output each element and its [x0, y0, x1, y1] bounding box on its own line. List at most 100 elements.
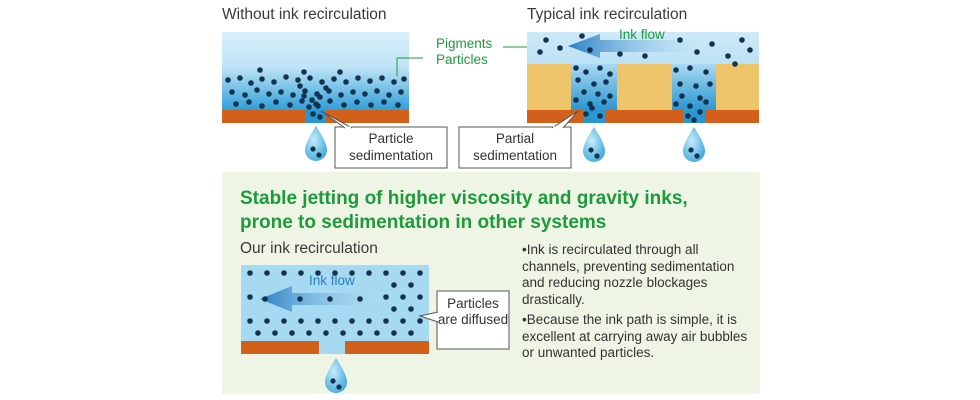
ink-particle: [281, 270, 287, 276]
ink-particle: [355, 75, 361, 81]
ink-particle: [408, 330, 414, 336]
ink-particle: [302, 88, 308, 94]
title-typical-recirculation: Typical ink recirculation: [527, 6, 688, 23]
drop-particle: [330, 378, 336, 384]
ink-particle: [338, 92, 344, 98]
ink-particle: [591, 81, 597, 87]
nozzle-plate-right-c: [705, 110, 759, 123]
ink-particle: [257, 67, 263, 73]
ink-particle: [349, 318, 355, 324]
channel-1: [571, 64, 617, 110]
ink-particle: [381, 99, 387, 105]
bullet-list: •Ink is recirculated through all channel…: [522, 242, 752, 366]
ink-particle: [343, 79, 349, 85]
ink-particle: [581, 89, 587, 95]
ink-particle: [395, 102, 401, 108]
drop-particle: [310, 146, 316, 152]
ink-particle: [323, 85, 329, 91]
ink-particle: [417, 270, 423, 276]
ink-particle: [306, 104, 312, 110]
ink-particle: [400, 318, 406, 324]
callout-pointer-left: [320, 110, 353, 129]
bullet-item: •Because the ink path is simple, it is e…: [522, 312, 748, 360]
nozzle-plate-right-a: [527, 110, 583, 123]
ink-particle: [283, 74, 289, 80]
ink-particle: [307, 75, 313, 81]
drop-particle: [316, 152, 322, 158]
ink-particle: [350, 89, 356, 95]
ink-particle: [589, 105, 595, 111]
ink-particle: [357, 296, 363, 302]
callout-left: [320, 110, 448, 169]
ink-particle: [310, 111, 316, 117]
ink-particle: [673, 101, 679, 107]
nozzle-plate-bottom-a: [241, 341, 319, 354]
bullet-item: •Ink is recirculated through all channel…: [522, 242, 735, 307]
ink-particle: [709, 41, 715, 47]
ink-particle: [408, 306, 414, 312]
channel-wall-1: [527, 64, 571, 110]
nozzle-plate-bottom-b: [345, 341, 429, 354]
ink-particle: [677, 37, 683, 43]
ink-particle: [301, 69, 307, 75]
ink-particle: [417, 294, 423, 300]
ink-particle: [306, 330, 312, 336]
ink-particle: [685, 113, 691, 119]
ink-particle: [543, 37, 549, 43]
ink-particle: [247, 294, 253, 300]
ink-particle: [242, 92, 248, 98]
ink-particle: [332, 270, 338, 276]
ink-particle: [309, 97, 315, 103]
callout-right: [458, 110, 579, 169]
ink-particle: [383, 270, 389, 276]
ink-particle: [573, 97, 579, 103]
channel-wall-3: [716, 64, 759, 110]
callout-bottom: [418, 290, 510, 350]
ink-particle: [315, 103, 321, 109]
callout-text-right: Partial sedimentation: [472, 131, 558, 163]
ink-particle: [259, 103, 265, 109]
ink-particle: [725, 53, 731, 59]
ink-particle: [400, 294, 406, 300]
ink-particle: [266, 91, 272, 97]
ink-particle: [597, 65, 603, 71]
ink-particle: [281, 318, 287, 324]
ink-particle: [607, 93, 613, 99]
ink-particle: [573, 65, 579, 71]
ink-particle: [341, 102, 347, 108]
sediment-particles-left: [225, 67, 407, 120]
ink-particle: [290, 92, 296, 98]
our-recirculation-illustration: [241, 265, 429, 393]
callout-box-bottom: [436, 290, 510, 350]
ink-particle: [289, 330, 295, 336]
ink-particle: [391, 79, 397, 85]
ink-particle: [537, 49, 543, 55]
ink-particle: [262, 296, 268, 302]
ink-particle: [366, 270, 372, 276]
ink-particle: [383, 294, 389, 300]
ink-particle: [417, 318, 423, 324]
ink-particle: [299, 98, 305, 104]
ink-particle: [677, 81, 683, 87]
ink-particle: [287, 102, 293, 108]
drop-particle: [588, 147, 594, 153]
ink-particle: [271, 79, 277, 85]
ink-particle: [732, 61, 738, 67]
ink-particle: [642, 53, 648, 59]
ink-particle: [247, 270, 253, 276]
ink-particle: [607, 71, 613, 77]
ink-particle: [331, 76, 337, 82]
ink-particle: [362, 91, 368, 97]
ink-particle: [398, 89, 404, 95]
ink-particle: [337, 69, 343, 75]
ink-particle: [587, 47, 593, 53]
ink-particle: [229, 89, 235, 95]
ink-particle: [246, 99, 252, 105]
callout-pointer-bottom: [418, 311, 439, 323]
channel-wall-2: [617, 64, 672, 110]
ink-particle: [323, 330, 329, 336]
ink-particle: [317, 94, 323, 100]
ink-particle: [687, 65, 693, 71]
drop-particle: [336, 384, 342, 390]
